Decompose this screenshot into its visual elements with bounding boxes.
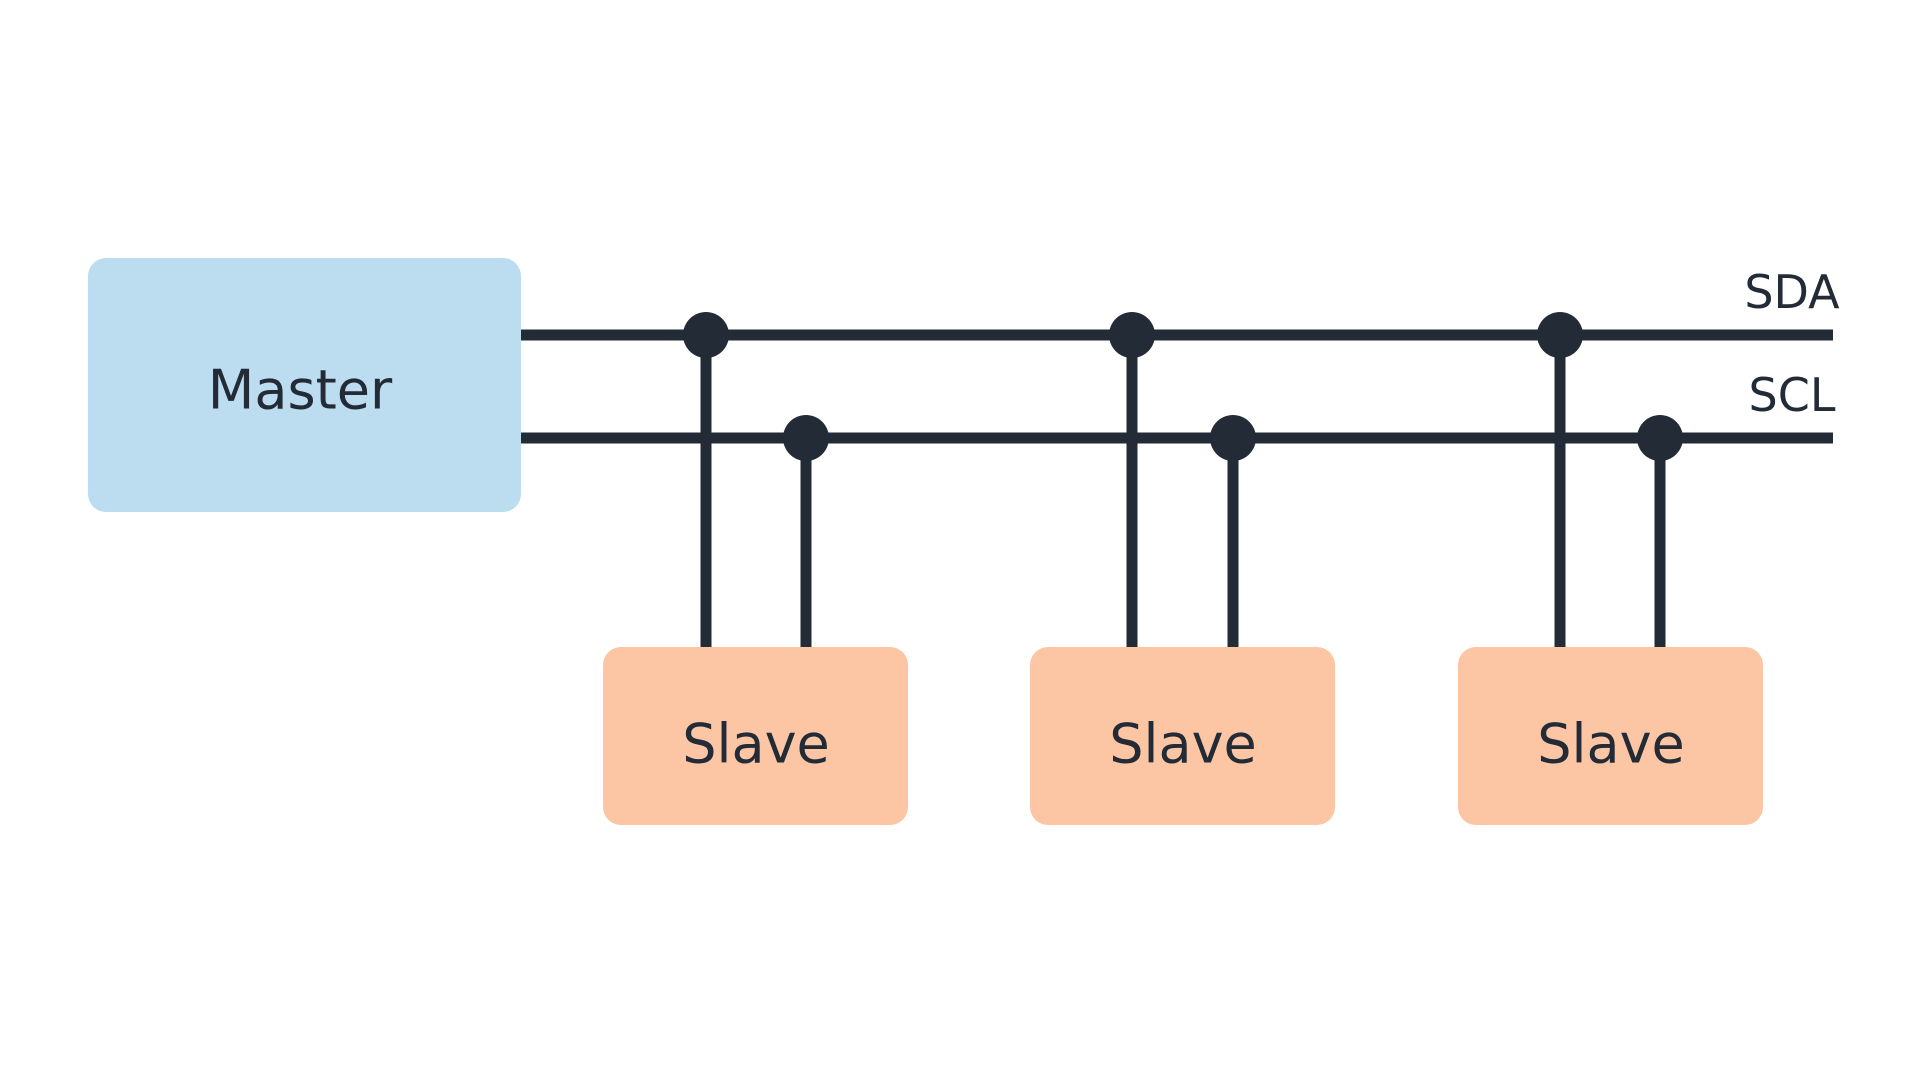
- sda-junction-dot-slave-2: [1109, 312, 1155, 358]
- scl-junction-dot-slave-3: [1637, 415, 1683, 461]
- slave-box-3[interactable]: [1458, 647, 1763, 825]
- master-node[interactable]: Master: [88, 258, 521, 512]
- sda-junction-dot-slave-1: [683, 312, 729, 358]
- scl-junction-dot-slave-2: [1210, 415, 1256, 461]
- slave-node-1[interactable]: Slave: [603, 647, 908, 825]
- slave-label-1: Slave: [682, 713, 830, 776]
- sda-junction-dot-slave-3: [1537, 312, 1583, 358]
- scl-junction-dot-slave-1: [783, 415, 829, 461]
- slave-label-2: Slave: [1109, 713, 1257, 776]
- junction-dots: [683, 312, 1683, 461]
- scl-bus-label: SCL: [1749, 368, 1836, 422]
- slave-label-3: Slave: [1537, 713, 1685, 776]
- slave-drop-wires: [700, 335, 1666, 647]
- slave-node-2[interactable]: Slave: [1030, 647, 1335, 825]
- slave-node-3[interactable]: Slave: [1458, 647, 1763, 825]
- bus-labels: SDA SCL: [1744, 265, 1840, 422]
- bus-lines: [521, 329, 1833, 444]
- master-box[interactable]: [88, 258, 521, 512]
- sda-bus-label: SDA: [1744, 265, 1840, 319]
- slave-box-2[interactable]: [1030, 647, 1335, 825]
- master-label: Master: [208, 359, 393, 422]
- slave-box-1[interactable]: [603, 647, 908, 825]
